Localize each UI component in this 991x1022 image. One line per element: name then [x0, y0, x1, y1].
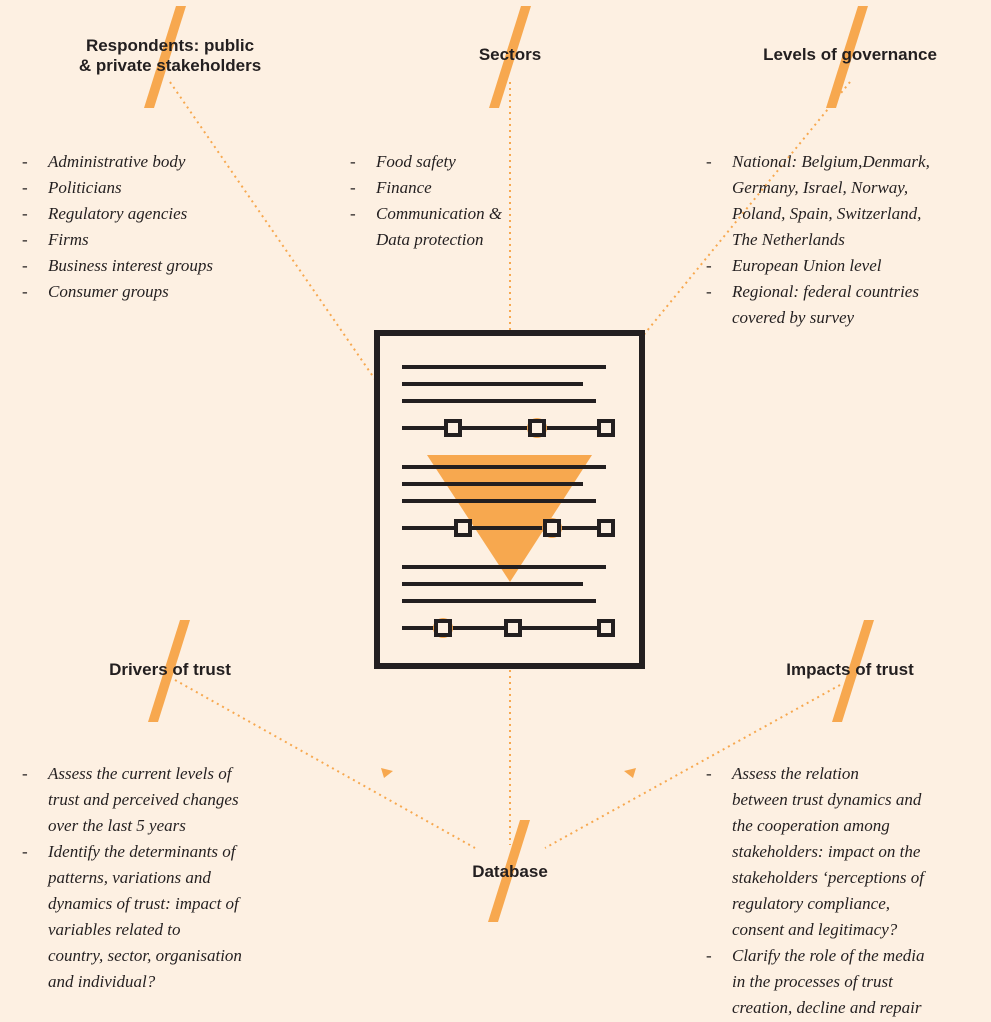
- list-item: Consumer groups: [22, 279, 322, 305]
- drivers-heading: Drivers of trust: [109, 660, 231, 679]
- list-item: Regulatory agencies: [22, 201, 322, 227]
- slash-sectors-icon: [489, 6, 531, 108]
- list-item: Administrative body: [22, 149, 322, 175]
- governance-heading: Levels of governance: [763, 45, 937, 64]
- list-item: Food safety: [350, 149, 550, 175]
- slash-database-icon: [488, 820, 530, 922]
- list-item: Finance: [350, 175, 550, 201]
- drivers-list: Assess the current levels of trust and p…: [22, 761, 322, 995]
- respondents-list: Administrative body Politicians Regulato…: [22, 149, 322, 305]
- list-item: Firms: [22, 227, 322, 253]
- list-item: Identify the determinants of patterns, v…: [22, 839, 322, 995]
- list-item: Regional: federal countries covered by s…: [706, 279, 986, 331]
- slash-impacts-icon: [832, 620, 874, 722]
- governance-list: National: Belgium,Denmark, Germany, Isra…: [706, 149, 986, 331]
- slash-respondents-icon: [144, 6, 186, 108]
- list-item: Clarify the role of the media in the pro…: [706, 943, 986, 1021]
- slash-drivers-icon: [148, 620, 190, 722]
- sectors-list: Food safety Finance Communication & Data…: [350, 149, 550, 253]
- impacts-heading: Impacts of trust: [786, 660, 914, 679]
- list-item: Communication & Data protection: [350, 201, 550, 253]
- impacts-list: Assess the relation between trust dynami…: [706, 761, 986, 1021]
- database-heading: Database: [472, 862, 548, 881]
- connector-impacts: [544, 684, 841, 849]
- arrow-impacts-icon: [624, 768, 636, 778]
- list-item: Assess the relation between trust dynami…: [706, 761, 986, 943]
- list-item: Business interest groups: [22, 253, 322, 279]
- list-item: Politicians: [22, 175, 322, 201]
- list-item: National: Belgium,Denmark, Germany, Isra…: [706, 149, 986, 253]
- arrow-drivers-icon: [381, 768, 393, 778]
- list-item: Assess the current levels of trust and p…: [22, 761, 322, 839]
- list-item: European Union level: [706, 253, 986, 279]
- sectors-heading: Sectors: [478, 45, 542, 64]
- respondents-heading: Respondents: public & private stakeholde…: [78, 36, 262, 75]
- slash-governance-icon: [826, 6, 868, 108]
